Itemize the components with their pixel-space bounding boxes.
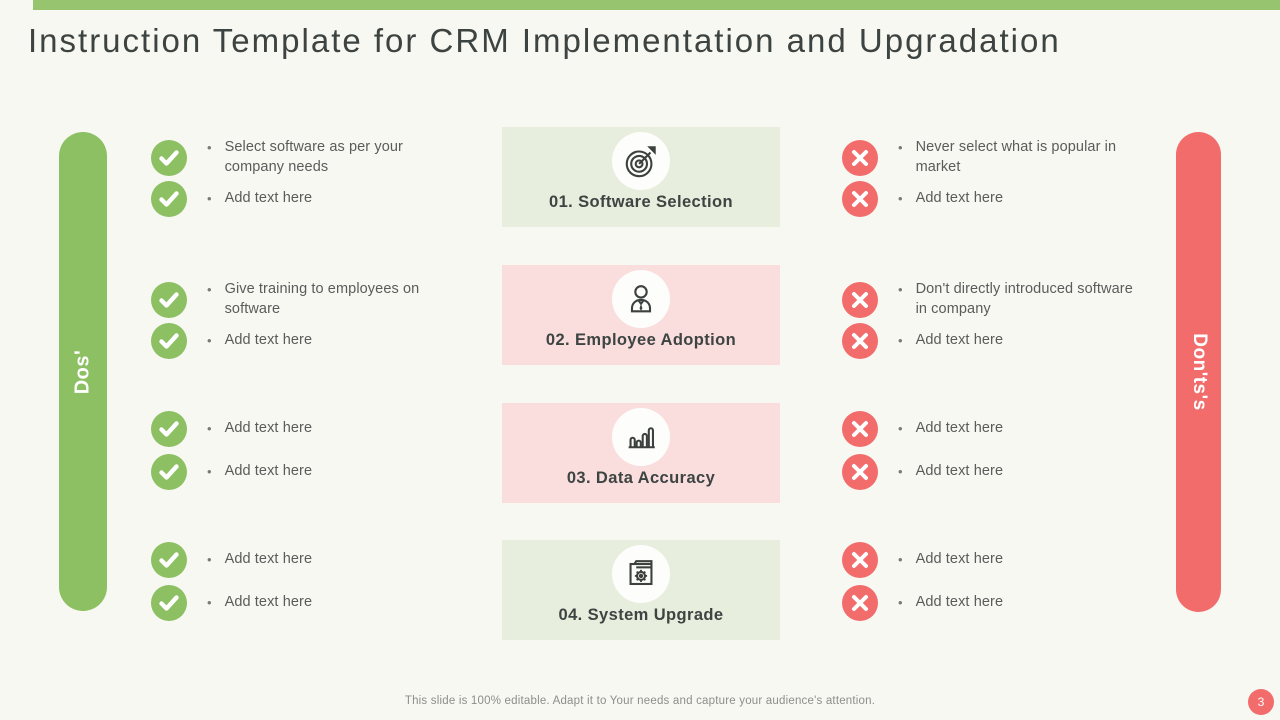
list-item: • Add text here [151,181,443,217]
icon-circle [612,132,670,190]
dont-item-text: Add text here [915,551,1004,568]
donts-row-4: • Add text here • Add text here [842,542,1172,632]
bullet: • [898,464,903,480]
do-item-text: Add text here [224,332,313,349]
check-icon [151,323,187,359]
dont-item-text: Add text here [915,332,1004,349]
top-accent-bar [33,0,1280,10]
card-system-upgrade: 04. System Upgrade [502,540,780,640]
cross-icon [842,454,878,490]
dos-rail: Dos' [59,132,107,611]
page-number: 3 [1257,695,1265,709]
donts-row-2: • Don't directly introduced software in c… [842,280,1172,370]
cross-icon [842,139,878,176]
bullet: • [898,421,903,437]
window-gear-icon [629,560,653,586]
list-item: • Add text here [842,454,1134,490]
card-title: 02. Employee Adoption [545,331,737,349]
footer-note: This slide is 100% editable. Adapt it to… [404,695,876,707]
list-item: • Add text here [151,585,443,621]
bullet: • [207,140,212,155]
bullet: • [207,595,212,611]
card-title: 03. Data Accuracy [566,469,716,487]
do-item-text: Give training to employees on software [224,281,420,317]
do-item-text: Select software as per your company need… [224,139,403,175]
list-item: • Select software as per your company nee… [151,138,443,177]
dos-row-4: • Add text here • Add text here [151,542,481,632]
check-icon [151,139,187,176]
dos-rail-label: Dos' [71,349,94,394]
check-icon [151,411,187,447]
do-item-text: Add text here [224,420,313,437]
icon-circle [612,270,670,328]
icon-circle [612,408,670,466]
check-icon [151,181,187,217]
page-number-badge: 3 [1248,689,1274,715]
bullet: • [207,464,212,480]
do-item-text: Add text here [224,594,313,611]
donts-row-3: • Add text here • Add text here [842,411,1172,501]
do-item-text: Add text here [224,463,313,480]
list-item: • Don't directly introduced software in c… [842,280,1134,319]
bar-chart-icon [628,427,655,449]
dont-item-text: Never select what is popular in market [915,139,1117,175]
dos-row-2: •Give training to employees on software … [151,280,481,370]
donts-row-1: •Never select what is popular in market … [842,138,1172,228]
bullet: • [207,333,212,349]
list-item: • Add text here [151,454,443,490]
cross-icon [842,181,878,217]
card-data-accuracy: 03. Data Accuracy [502,403,780,503]
do-item-text: Add text here [224,190,313,207]
bullet: • [207,421,212,437]
card-title: 01. Software Selection [549,193,733,211]
bullet: • [898,140,903,155]
bullet: • [898,282,903,297]
cross-icon [842,411,878,447]
cross-icon [842,281,878,318]
dont-item-text: Add text here [915,190,1004,207]
target-dart-icon [625,146,656,178]
bullet: • [898,595,903,611]
person-icon [630,285,652,313]
check-icon [151,281,187,318]
card-title: 04. System Upgrade [558,606,724,624]
list-item: • Add text here [842,181,1134,217]
bullet: • [207,282,212,297]
do-item-text: Add text here [224,551,313,568]
list-item: • Add text here [151,542,443,578]
cross-icon [842,323,878,359]
list-item: • Never select what is popular in market [842,138,1134,177]
check-icon [151,585,187,621]
page-title: Instruction Template for CRM Implementat… [28,22,1061,59]
donts-rail-label: Don'ts's [1188,333,1210,411]
bullet: • [898,552,903,568]
cross-icon [842,585,878,621]
list-item: • Add text here [842,411,1134,447]
list-item: • Give training to employees on software [151,280,443,319]
bullet: • [207,191,212,207]
donts-rail: Don'ts's [1176,132,1221,612]
cross-icon [842,542,878,578]
dont-item-text: Don't directly introduced software in co… [915,281,1133,317]
list-item: • Add text here [842,323,1134,359]
bullet: • [207,552,212,568]
check-icon [151,542,187,578]
list-item: • Add text here [842,585,1134,621]
check-icon [151,454,187,490]
bullet: • [898,191,903,207]
card-employee-adoption: 02. Employee Adoption [502,265,780,365]
dont-item-text: Add text here [915,463,1004,480]
bullet: • [898,333,903,349]
list-item: • Add text here [151,323,443,359]
icon-circle [612,545,670,603]
dos-row-1: • Select software as per your company nee… [151,138,481,228]
list-item: • Add text here [151,411,443,447]
list-item: • Add text here [842,542,1134,578]
dont-item-text: Add text here [915,420,1004,437]
dos-row-3: • Add text here • Add text here [151,411,481,501]
card-software-selection: 01. Software Selection [502,127,780,227]
dont-item-text: Add text here [915,594,1004,611]
